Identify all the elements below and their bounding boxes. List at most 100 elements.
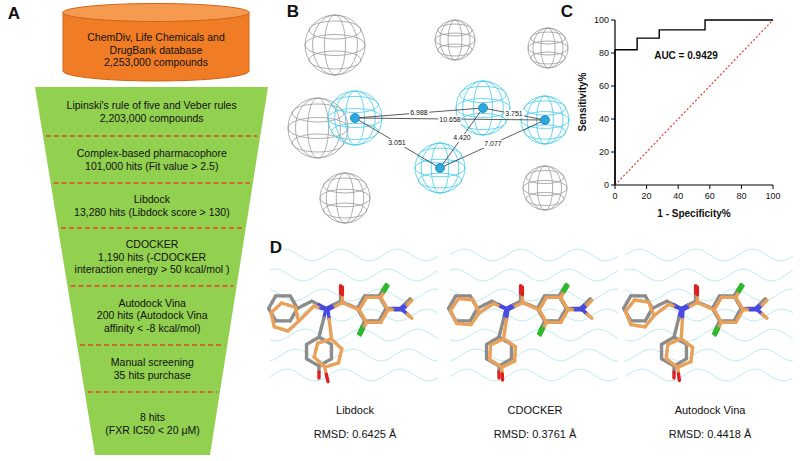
sphere-mesh [415, 159, 465, 177]
pharmacophore-model [288, 15, 569, 223]
sphere-mesh [438, 24, 473, 36]
bond [715, 329, 718, 335]
node-content: 8 hits(FXR IC50 < 20 μM) [100, 394, 205, 453]
helix-line [450, 269, 618, 281]
tick-label: 100 [594, 15, 609, 25]
sphere-mesh [460, 113, 507, 129]
tick [646, 185, 647, 189]
sphere-mesh [332, 123, 379, 139]
feature-sphere [456, 81, 510, 135]
bond [317, 372, 320, 378]
distance-line [483, 108, 545, 120]
bond [319, 332, 320, 337]
funnel-band: Lipinski's rule of five and Veber rules2… [48, 89, 255, 134]
sphere-mesh [524, 101, 566, 115]
helix-line [270, 269, 438, 281]
excluded-volume-sphere [523, 166, 567, 210]
bond [564, 286, 568, 292]
excluded-volume-sphere [528, 28, 568, 68]
tick [773, 185, 774, 189]
bond [407, 300, 412, 305]
sphere-outline [528, 28, 568, 68]
distance-line [355, 118, 440, 168]
dashed-separator [46, 135, 257, 136]
cylinder-body [63, 12, 249, 81]
bond [679, 334, 683, 339]
funnel-band: Manual screening35 hits purchase [90, 347, 215, 390]
auc-value: AUC = 0.9429 [653, 50, 719, 62]
node-heading: Complex-based pharmacophore [77, 147, 227, 159]
sphere-mesh [323, 203, 366, 218]
node-content: Autodock Vina200 hits (Autodock Vina aff… [82, 288, 222, 343]
node-detail: 2,203,000 compounds [100, 112, 204, 124]
panel-letter: C [561, 2, 573, 22]
bond [739, 286, 743, 292]
helix-line [270, 349, 438, 361]
node-heading: 8 hits [140, 411, 165, 423]
node-heading: Autodock Vina [118, 297, 186, 309]
reference-pose [269, 284, 411, 378]
sphere-mesh [533, 28, 563, 68]
docked-pose [271, 286, 412, 382]
sphere-outline [305, 15, 365, 75]
sphere-outline [456, 81, 510, 135]
helix-line [270, 369, 438, 381]
distance-label: 3.051 [387, 139, 407, 147]
bond [384, 286, 388, 292]
node-content: ChemDiv, Life Chemicals and DrugBank dat… [72, 24, 240, 76]
feature-sphere [415, 143, 465, 193]
feature-center [351, 114, 360, 123]
tick [615, 185, 616, 189]
protein-ribbon [625, 249, 793, 381]
sphere-mesh [531, 32, 566, 44]
node-detail: 101,000 hits (Fit value > 2.5) [85, 160, 218, 172]
helix-line [270, 329, 438, 341]
funnel-band: Complex-based pharmacophore101,000 hits … [56, 138, 248, 181]
feature-center [436, 164, 445, 173]
node-detail: (FXR IC50 < 20 μM) [105, 424, 199, 436]
cylinder-top [63, 4, 249, 22]
helix-line [450, 369, 618, 381]
sphere-mesh [313, 15, 358, 75]
sphere-mesh [460, 86, 507, 102]
sphere-mesh [438, 44, 473, 56]
bond [674, 332, 675, 337]
chance-diagonal [615, 20, 773, 185]
sphere-mesh [325, 15, 346, 75]
dashed-separator [88, 391, 217, 392]
sphere-mesh [531, 52, 566, 64]
node-heading: Manual screening [111, 356, 194, 368]
database-cylinder: ChemDiv, Life Chemicals and DrugBank dat… [62, 2, 250, 82]
dashed-separator [80, 344, 224, 345]
roc-chart [611, 20, 773, 189]
sphere-mesh [309, 21, 361, 39]
sphere-outline [523, 166, 567, 210]
bond [587, 314, 592, 318]
bond [326, 374, 328, 381]
tick-label: 20 [642, 191, 652, 201]
bond [531, 306, 539, 310]
sphere-mesh [320, 189, 370, 207]
sphere-mesh [448, 20, 462, 60]
tick [611, 20, 615, 21]
sphere-outline [435, 20, 475, 60]
sphere-mesh [456, 99, 510, 118]
screening-funnel [35, 87, 268, 455]
distance-line [440, 120, 545, 168]
sphere-mesh [529, 166, 562, 210]
roc-curve [615, 20, 773, 185]
excluded-volume-sphere [305, 15, 365, 75]
bond [497, 372, 500, 378]
protein-ribbon [450, 249, 618, 381]
protein-ribbon [270, 249, 438, 381]
reference-pose [624, 284, 766, 378]
funnel-band: CDOCKER1,190 hits (-CDOCKER interaction … [72, 230, 231, 284]
bond [407, 314, 412, 318]
bond [762, 314, 767, 318]
node-content: Manual screening35 hits purchase [90, 347, 215, 390]
tick-label: 80 [736, 191, 746, 201]
bond [500, 374, 504, 380]
tick-label: 0 [612, 191, 617, 201]
helix-line [625, 329, 793, 341]
rmsd-value: RMSD: 0.4418 Å [669, 428, 752, 441]
